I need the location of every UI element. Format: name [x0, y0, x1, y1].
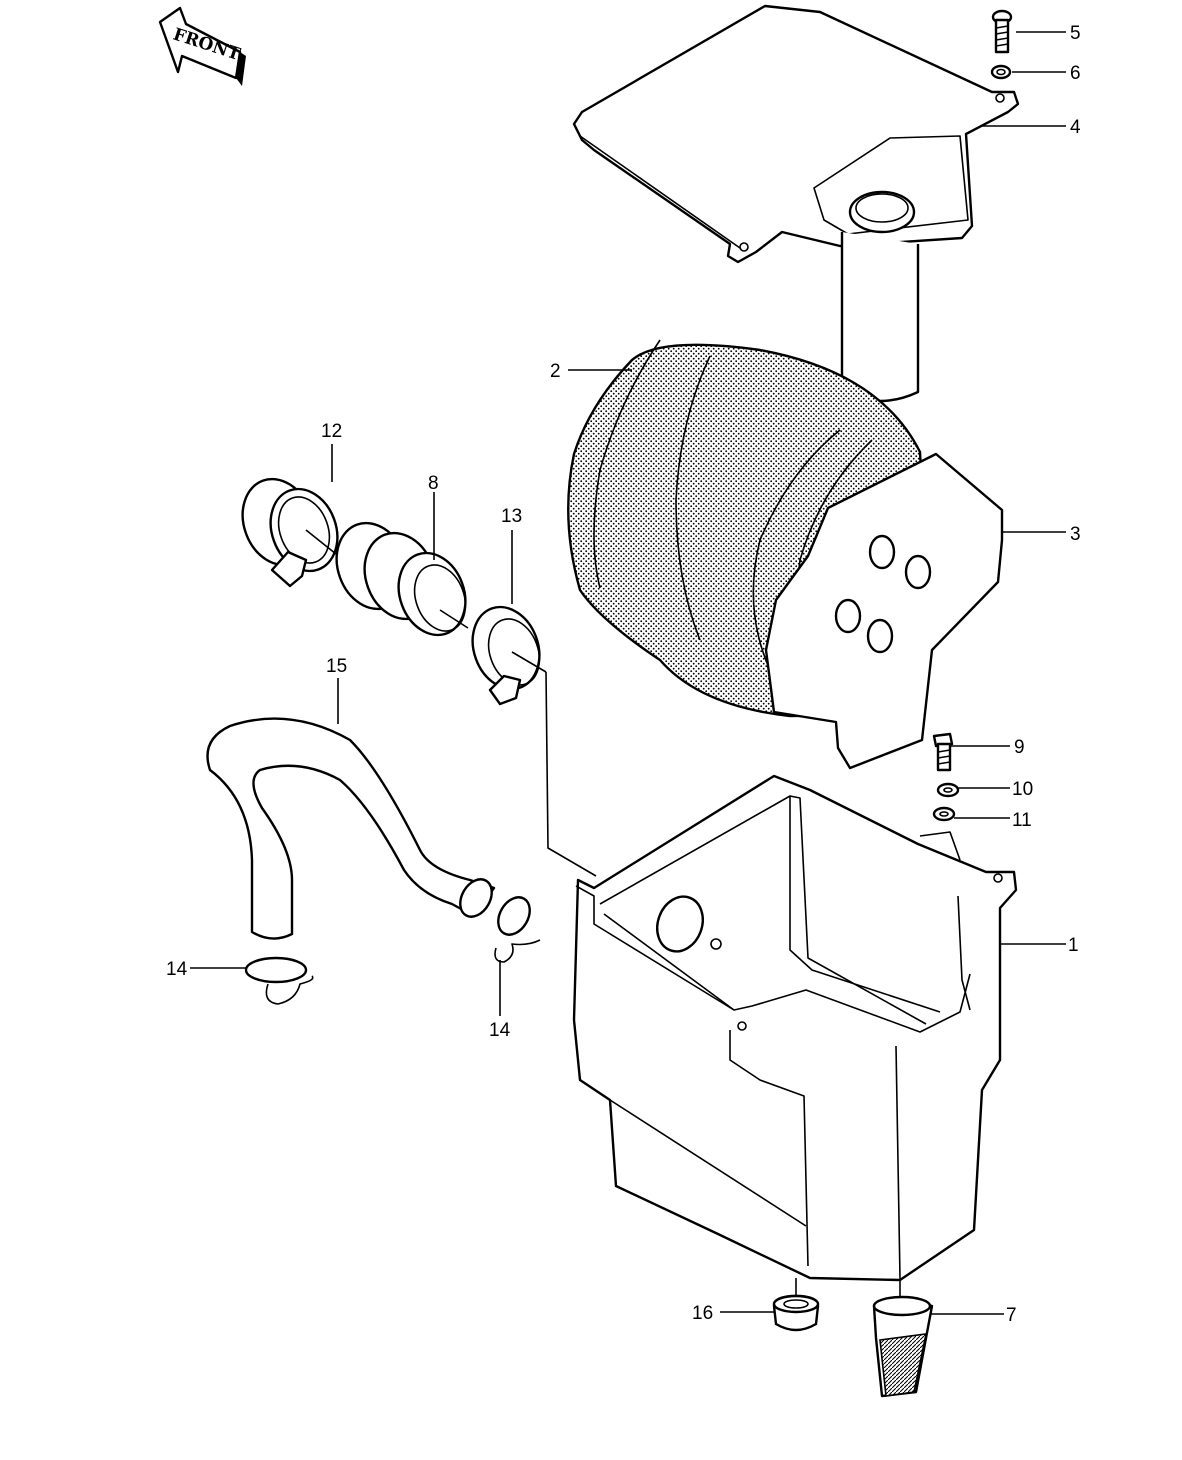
clamp-13 [471, 605, 541, 706]
leader-lines [190, 31, 1066, 1315]
drain-hose-15 [206, 717, 496, 940]
callout-11: 11 [1012, 810, 1032, 831]
air-cleaner-cover [572, 4, 1020, 403]
air-cleaner-case [572, 774, 1018, 1282]
washer-6 [990, 64, 1012, 80]
hose-clip-14a [244, 956, 314, 1005]
callout-12: 12 [321, 421, 342, 442]
bolt-9 [932, 732, 954, 772]
clamp-12 [241, 477, 339, 588]
callout-10: 10 [1012, 779, 1033, 800]
callout-5: 5 [1070, 23, 1081, 44]
callout-2: 2 [550, 361, 561, 382]
drain-valve-7 [872, 1295, 934, 1398]
callout-16: 16 [692, 1303, 713, 1324]
filter-holder-plate [764, 452, 1004, 770]
screw-5 [991, 9, 1013, 54]
callout-7: 7 [1006, 1305, 1017, 1326]
callout-15: 15 [326, 656, 347, 677]
hose-clip-14b [494, 896, 541, 963]
callout-14-right: 14 [489, 1020, 511, 1041]
callout-9: 9 [1014, 737, 1025, 758]
callout-labels: 1 2 3 4 5 6 7 8 9 10 11 12 13 14 14 15 1… [166, 23, 1081, 1326]
washer-10 [936, 782, 960, 798]
callout-14-left: 14 [166, 959, 188, 980]
grommet-16 [772, 1294, 820, 1332]
callout-4: 4 [1070, 117, 1081, 138]
callout-1: 1 [1068, 935, 1079, 956]
callout-13: 13 [501, 506, 522, 527]
callout-3: 3 [1070, 524, 1081, 545]
callout-6: 6 [1070, 63, 1081, 84]
washer-11 [932, 806, 956, 822]
intake-duct-8 [335, 521, 467, 637]
callout-8: 8 [428, 473, 439, 494]
front-arrow-icon: FRONT [158, 6, 246, 86]
